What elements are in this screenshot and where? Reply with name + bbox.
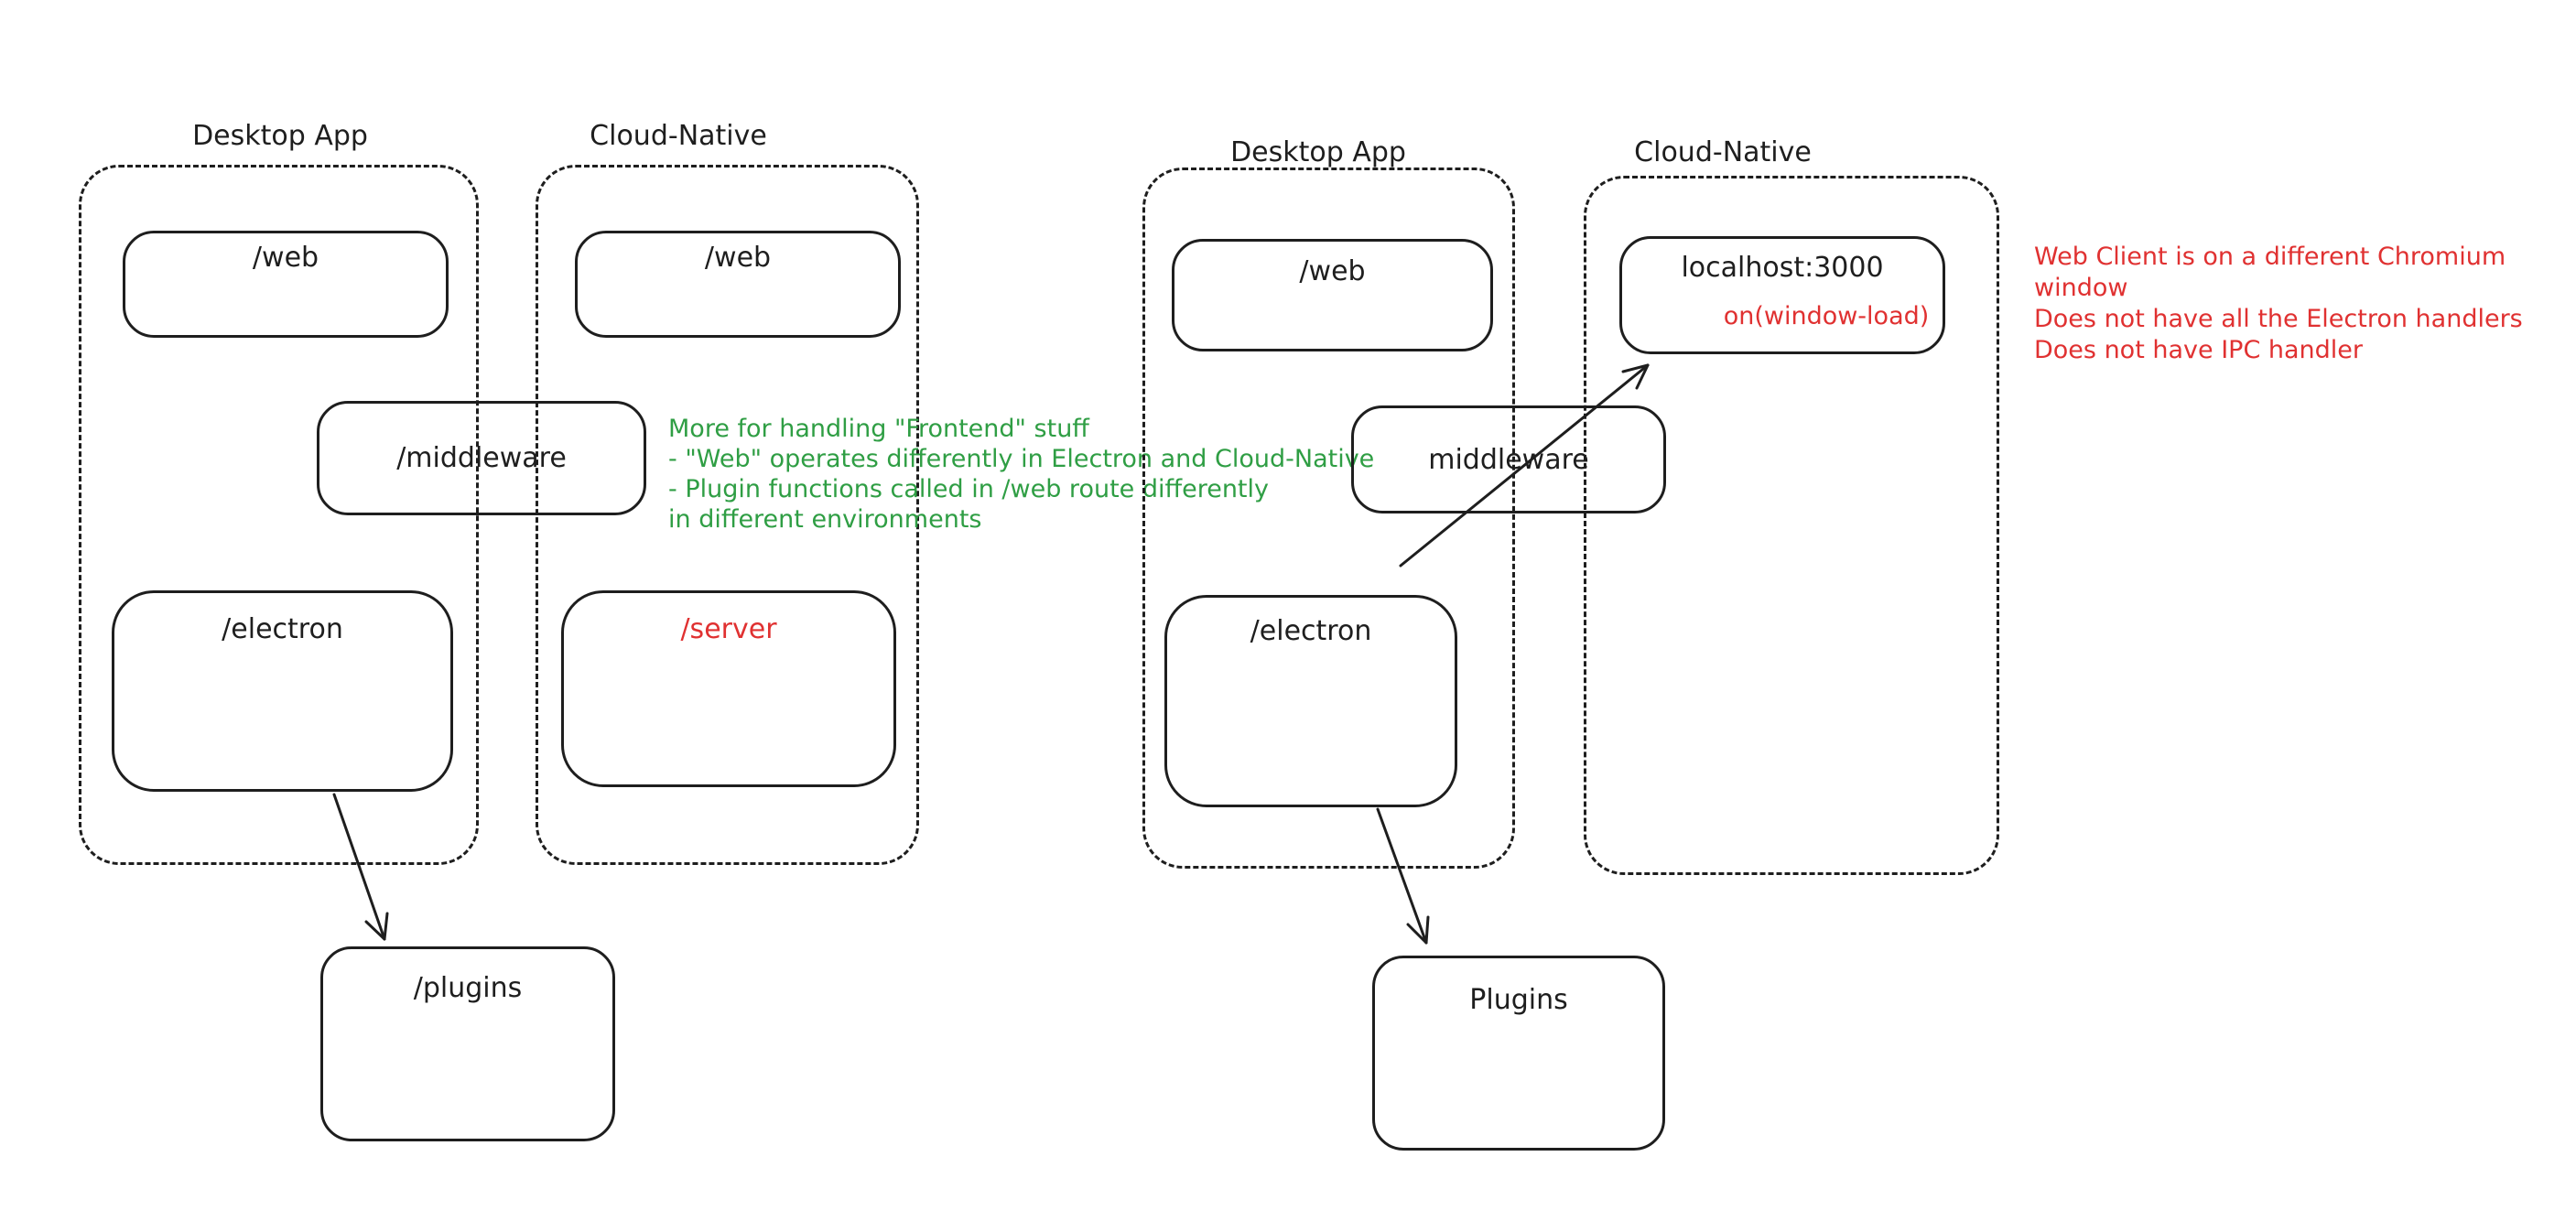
left-desktop-web-label: /web (252, 242, 319, 274)
left-cloud-web-box (575, 231, 901, 338)
left-desktop-web-box (123, 231, 449, 338)
right-red-note: Web Client is on a different Chromium wi… (2034, 243, 2523, 364)
right-window-load-label: on(window-load) (1723, 302, 1930, 330)
left-middleware-label: /middleware (396, 442, 567, 474)
left-cloud-web-label: /web (704, 242, 772, 274)
left-plugins-label: /plugins (413, 972, 523, 1004)
right-electron-box (1164, 595, 1457, 807)
right-electron-label: /electron (1250, 615, 1372, 647)
right-plugins-label: Plugins (1469, 984, 1568, 1016)
left-green-note: More for handling "Frontend" stuff - "We… (668, 415, 1375, 534)
left-desktop-app-header: Desktop App (192, 120, 368, 152)
left-electron-box (112, 590, 453, 792)
right-localhost-box (1619, 236, 1945, 354)
right-localhost-label: localhost:3000 (1681, 252, 1884, 284)
right-desktop-web-label: /web (1299, 255, 1366, 287)
left-cloud-native-header: Cloud-Native (590, 120, 767, 152)
right-desktop-web-box (1172, 239, 1493, 351)
left-electron-label: /electron (222, 613, 343, 645)
right-desktop-app-header: Desktop App (1230, 136, 1406, 168)
left-server-label: /server (680, 613, 777, 645)
left-middleware-box (317, 401, 646, 515)
left-server-box (561, 590, 896, 787)
left-plugins-box (320, 946, 615, 1141)
right-plugins-box (1372, 956, 1665, 1151)
right-middleware-label: middleware (1428, 444, 1589, 476)
right-cloud-native-header: Cloud-Native (1634, 136, 1812, 168)
